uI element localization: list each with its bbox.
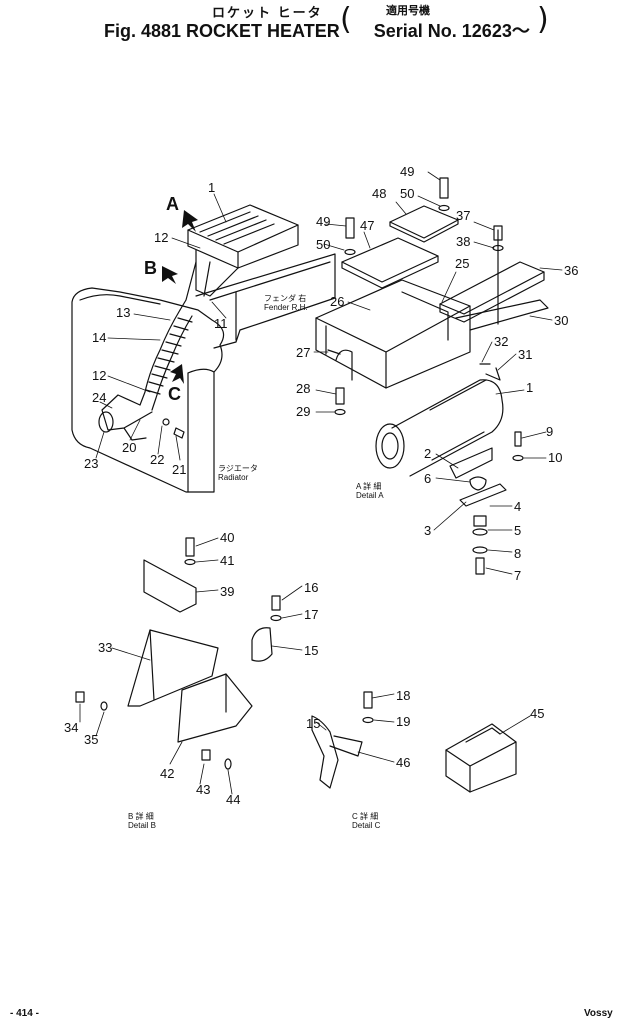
detail-c-drawing — [311, 691, 374, 789]
callout: 10 — [548, 450, 563, 465]
callout: 28 — [296, 381, 311, 396]
title-english: Fig. 4881 ROCKET HEATER — [104, 21, 340, 41]
callout: 3 — [424, 523, 432, 538]
callout: 7 — [514, 568, 522, 583]
callout: 5 — [514, 523, 522, 538]
footer-mark: Vossy — [584, 1008, 613, 1019]
callout: 24 — [92, 390, 107, 405]
callout: 25 — [455, 256, 470, 271]
callout: 30 — [554, 313, 569, 328]
heater-top-drawing — [179, 204, 299, 311]
callout: 50 — [316, 237, 331, 252]
callout: 47 — [360, 218, 375, 233]
callout: 43 — [196, 782, 211, 797]
callout: 44 — [226, 792, 241, 807]
serial-japanese: 適用号機 — [386, 5, 430, 17]
callout: 12 — [92, 368, 107, 383]
view-label-b: B — [144, 258, 157, 278]
callout: 6 — [424, 471, 432, 486]
callout: 15 — [304, 643, 319, 658]
callout: 4 — [514, 499, 522, 514]
cover-plate-drawing — [341, 237, 439, 289]
callout: 34 — [64, 720, 79, 735]
callout: 22 — [150, 452, 165, 467]
toolbox-drawing — [445, 723, 517, 793]
callout: 11 — [214, 316, 228, 331]
callout: 15 — [306, 716, 321, 731]
callout: 41 — [220, 553, 235, 568]
arrow-a-icon — [182, 210, 198, 232]
callout: 20 — [122, 440, 137, 455]
callout: 26 — [330, 294, 345, 309]
callout: 14 — [92, 330, 107, 345]
callout: 39 — [220, 584, 235, 599]
callout: 16 — [304, 580, 319, 595]
arrow-c-icon — [170, 364, 184, 384]
mount-parts-drawing — [459, 431, 524, 575]
view-label-a: A — [166, 194, 179, 214]
callout: 21 — [172, 462, 187, 477]
callout: 32 — [494, 334, 509, 349]
radiator-drawing — [71, 287, 225, 493]
page-title: Fig. 4881 ROCKET HEATER Serial No. 12623… — [104, 17, 530, 43]
paren-close: ) — [537, 2, 549, 37]
callout: 9 — [546, 424, 554, 439]
callout: 33 — [98, 640, 113, 655]
callout: 40 — [220, 530, 235, 545]
callout: 49 — [316, 214, 331, 229]
page-number: - 414 - — [10, 1008, 39, 1019]
callout: 8 — [514, 546, 522, 561]
callout: 31 — [518, 347, 533, 362]
paren-open: ( — [340, 2, 352, 37]
detail-b-pipe-drawing — [251, 595, 282, 662]
callout: 2 — [424, 446, 432, 461]
callout: 42 — [160, 766, 175, 781]
callout: 18 — [396, 688, 411, 703]
outlet-drawing — [98, 394, 185, 441]
heater-cylinder-drawing — [375, 379, 504, 479]
callout: 37 — [456, 208, 471, 223]
callout: 35 — [84, 732, 99, 747]
leader-lines — [79, 171, 563, 795]
callout: 1 — [208, 180, 216, 195]
view-label-c: C — [168, 384, 181, 404]
callout: 50 — [400, 186, 415, 201]
arrow-b-icon — [162, 266, 178, 284]
callout: 45 — [530, 706, 545, 721]
callout: 19 — [396, 714, 411, 729]
callout: 23 — [84, 456, 99, 471]
title-japanese: ロケット ヒータ — [212, 5, 323, 20]
callout: 17 — [304, 607, 319, 622]
small-cover-drawing — [389, 205, 459, 243]
serial-english: Serial No. 12623～ — [373, 21, 530, 41]
callout: 27 — [296, 345, 311, 360]
callout: 38 — [456, 234, 471, 249]
callout: 29 — [296, 404, 311, 419]
callout: 48 — [372, 186, 387, 201]
view-arrows — [162, 210, 198, 384]
callout: 12 — [154, 230, 169, 245]
detail-b-drawing — [75, 537, 253, 770]
callout: 46 — [396, 755, 411, 770]
fender-drawing — [195, 253, 336, 349]
callout: 1 — [526, 380, 534, 395]
bolts-drawing — [327, 177, 504, 416]
callout: 49 — [400, 164, 415, 179]
flex-duct-drawing — [139, 309, 193, 411]
callout: 13 — [116, 305, 131, 320]
bracket-drawing — [439, 229, 549, 331]
callout: 36 — [564, 263, 579, 278]
heater-shroud-drawing — [315, 279, 471, 389]
